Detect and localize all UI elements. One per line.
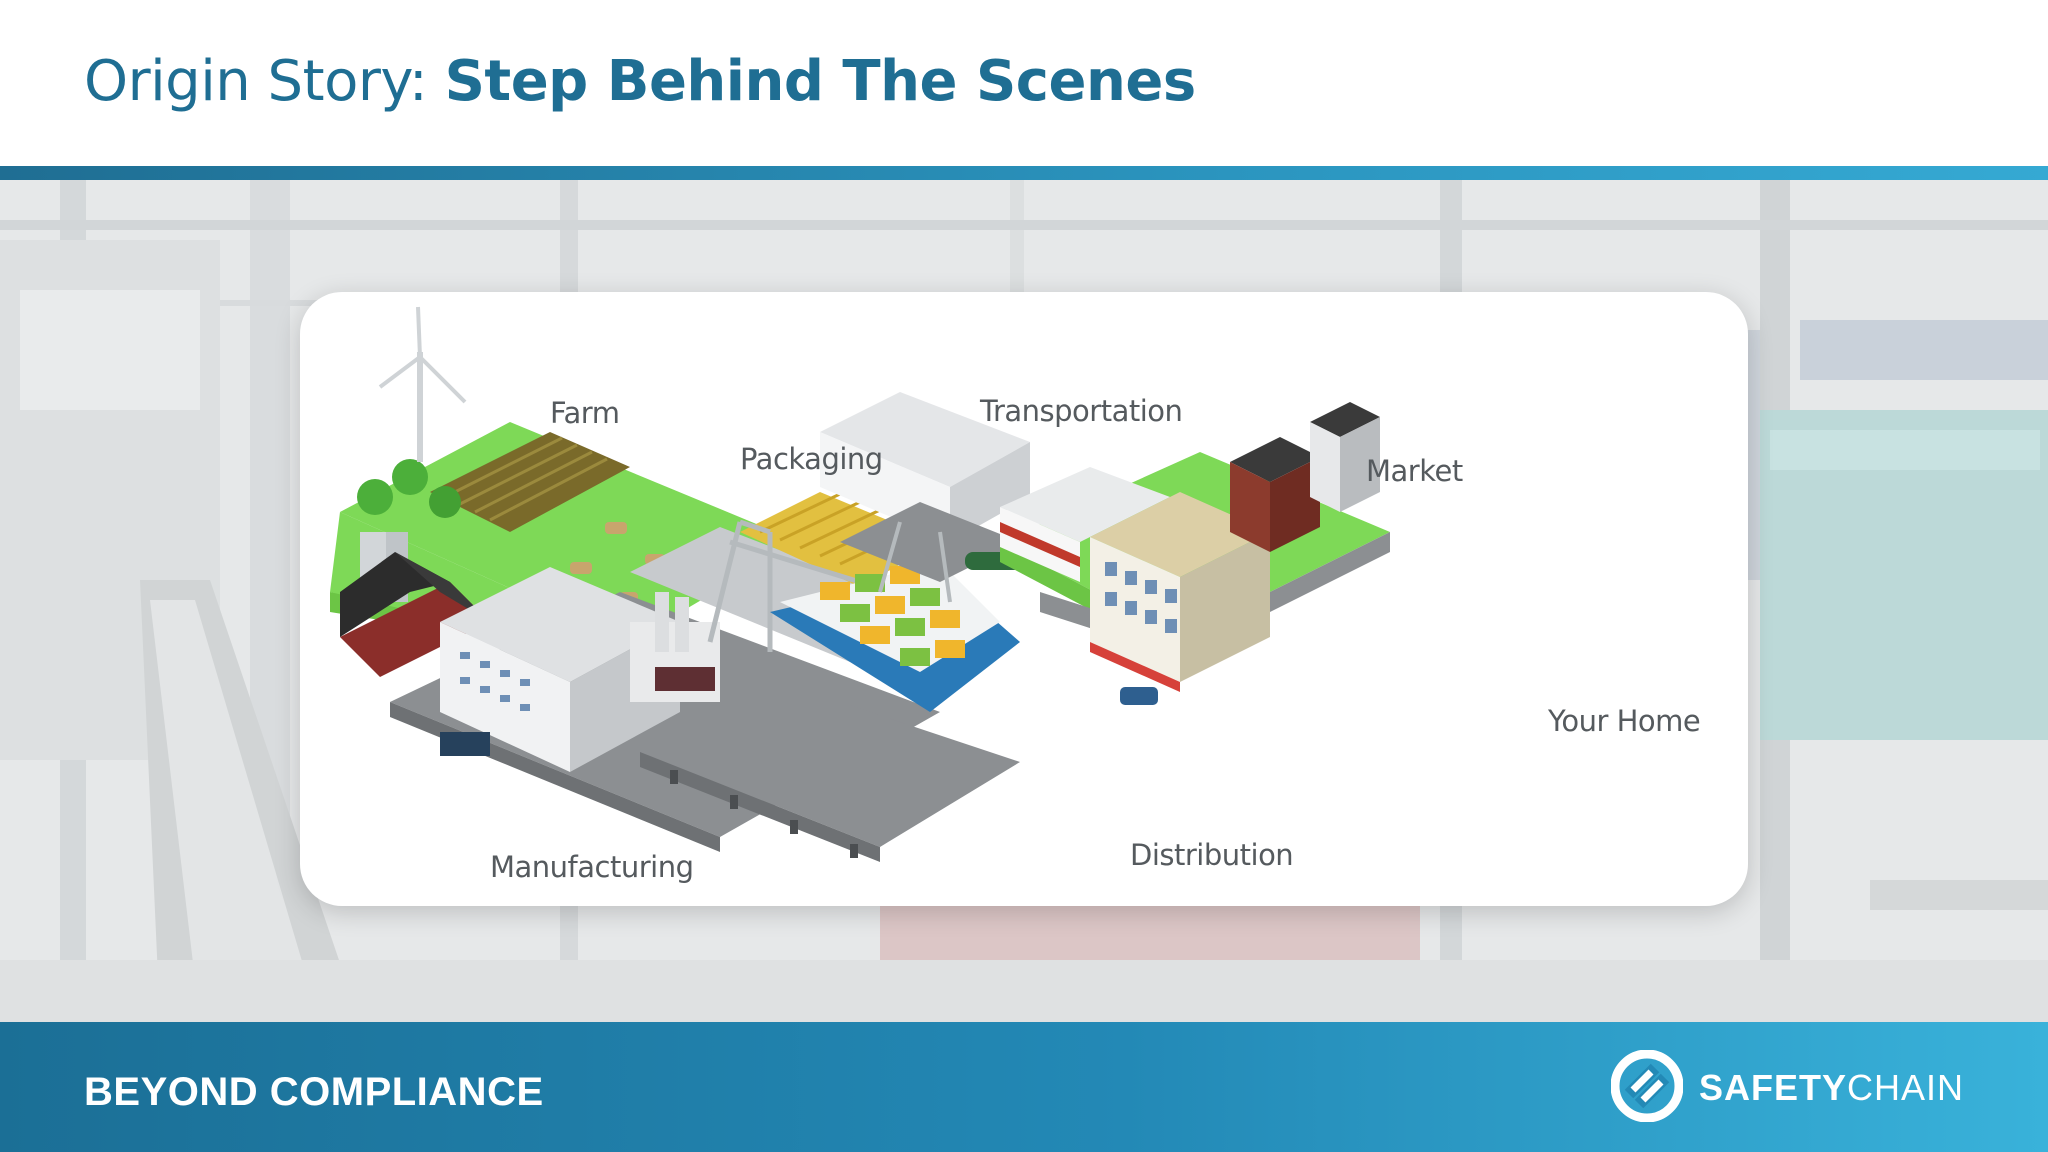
safetychain-brand: SAFETYCHAIN [1610,1049,1964,1127]
stage-label-your-home: Your Home [1548,704,1701,738]
safetychain-wordmark: SAFETYCHAIN [1699,1067,1964,1109]
header-accent-bar [0,166,2048,180]
stage-label-market: Market [1366,454,1463,488]
stage-label-distribution: Distribution [1130,838,1294,872]
safetychain-logo-icon [1610,1049,1684,1127]
stage-label-manufacturing: Manufacturing [490,850,694,884]
slide-footer: BEYOND COMPLIANCE SAFETYCHAIN [0,1022,2048,1152]
brand-bold: SAFETY [1698,1067,1847,1108]
stage-label-transportation: Transportation [980,394,1183,428]
slide-title-light: Origin Story: [84,49,445,114]
slide-header: Origin Story: Step Behind The Scenes [0,0,2048,166]
slide-title: Origin Story: Step Behind The Scenes [84,44,1196,120]
supply-chain-drawing [330,306,1390,862]
footer-tagline: BEYOND COMPLIANCE [84,1070,544,1114]
supply-chain-illustration: Farm Packaging Transportation Market You… [300,292,1748,906]
slide-title-bold: Step Behind The Scenes [444,49,1197,114]
stage-label-packaging: Packaging [740,442,883,476]
brand-light: CHAIN [1846,1067,1964,1108]
stage-label-farm: Farm [550,396,620,430]
